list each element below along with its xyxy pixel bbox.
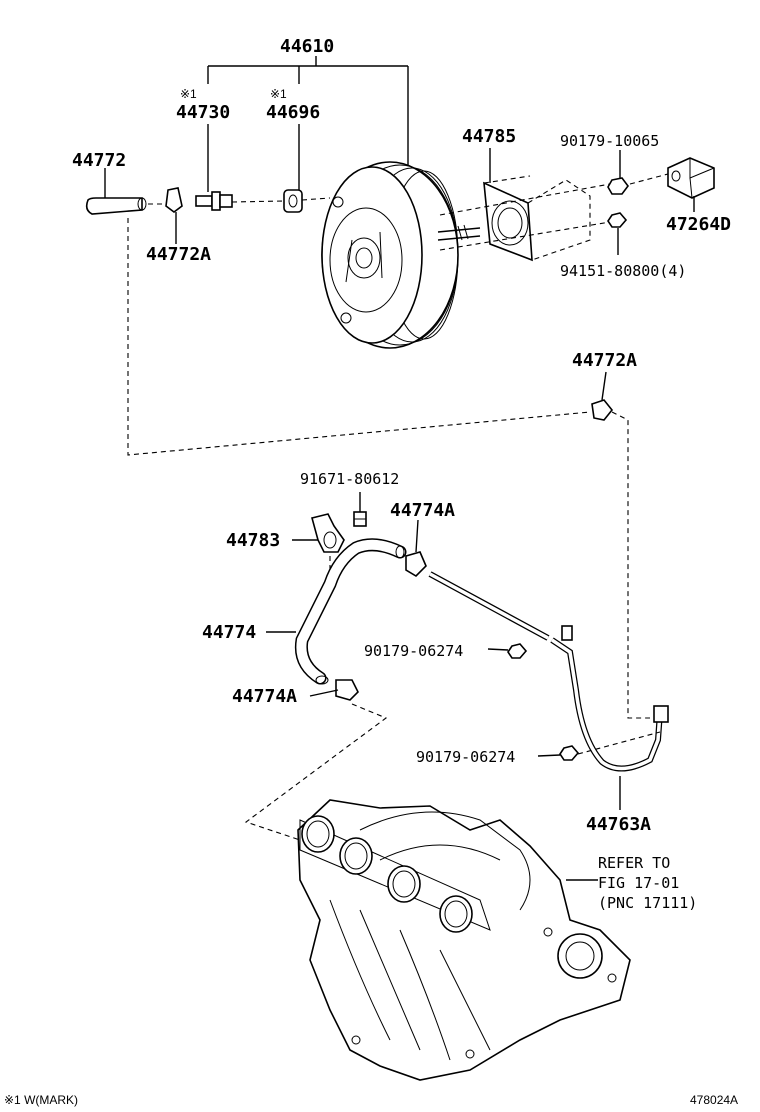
label-44763A: 44763A xyxy=(586,814,651,835)
label-94151-80800: 94151-80800(4) xyxy=(560,262,686,280)
label-44772A-top: 44772A xyxy=(146,244,211,265)
label-44696: 44696 xyxy=(266,102,320,123)
label-47264D: 47264D xyxy=(666,214,731,235)
bracket-44783 xyxy=(292,513,345,553)
label-90179-06274-b: 90179-06274 xyxy=(416,748,515,766)
label-refer-line2: FIG 17-01 xyxy=(598,874,679,892)
label-91671-80612: 91671-80612 xyxy=(300,470,399,488)
label-refer-line3: (PNC 17111) xyxy=(598,894,697,912)
brake-booster xyxy=(321,161,481,349)
label-44774: 44774 xyxy=(202,622,256,643)
clamp-44772A-mid xyxy=(591,371,614,421)
nut-90179-06274-b xyxy=(537,745,580,761)
guide-hose-manifold xyxy=(244,703,388,841)
clamp-44774A-top xyxy=(405,519,427,578)
label-44785: 44785 xyxy=(462,126,516,147)
label-44772A-mid: 44772A xyxy=(572,350,637,371)
guide-clamp-to-pipe xyxy=(611,411,650,719)
hose-44774 xyxy=(266,538,407,685)
label-44772: 44772 xyxy=(72,150,126,171)
guide-valve-grommet xyxy=(231,200,285,203)
label-44610: 44610 xyxy=(280,36,334,57)
guide-grommet-booster xyxy=(301,197,331,201)
label-44774A-top: 44774A xyxy=(390,500,455,521)
footer-figure-id: 478024A xyxy=(690,1093,738,1107)
clamp-44772A-top xyxy=(165,187,183,244)
label-44730: 44730 xyxy=(176,102,230,123)
nut-90179-06274-a xyxy=(487,643,528,659)
label-mark-44696: ※1 xyxy=(270,87,287,101)
label-44783: 44783 xyxy=(226,530,280,551)
check-valve-44730 xyxy=(195,124,233,211)
bolt-91671-80612 xyxy=(353,492,367,527)
label-90179-06274-a: 90179-06274 xyxy=(364,642,463,660)
footer-legend: ※1 W(MARK) xyxy=(4,1093,78,1107)
clevis-47264D xyxy=(667,157,715,212)
nut-94151-80800 xyxy=(607,212,628,255)
mount-guide-lines xyxy=(439,173,669,261)
assembly-bracket-44610 xyxy=(207,56,409,168)
guide-hose-route xyxy=(127,218,591,456)
intake-manifold xyxy=(297,799,631,1081)
label-refer-line1: REFER TO xyxy=(598,854,670,872)
pipe-44763A xyxy=(428,571,669,810)
grommet-44696 xyxy=(283,124,303,213)
label-mark-44730: ※1 xyxy=(180,87,197,101)
nut-90179-10065 xyxy=(607,150,629,195)
hose-44772 xyxy=(85,168,147,215)
gasket-44785 xyxy=(483,148,533,262)
label-44774A-bot: 44774A xyxy=(232,686,297,707)
label-90179-10065: 90179-10065 xyxy=(560,132,659,150)
clamp-44774A-bot xyxy=(309,679,359,701)
